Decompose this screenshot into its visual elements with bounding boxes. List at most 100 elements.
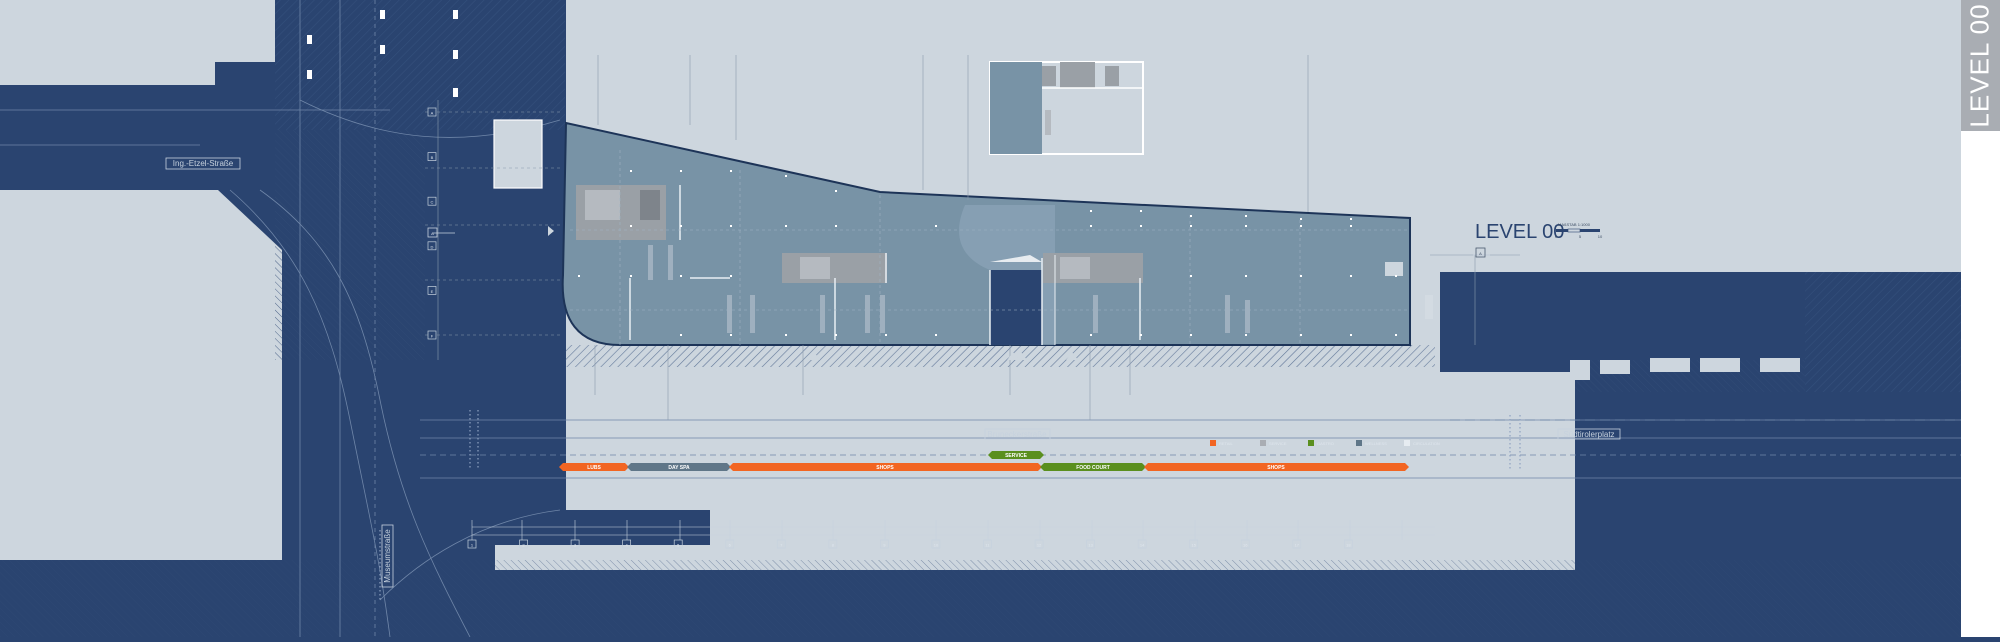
grid-bubble-label: 16 (1243, 543, 1248, 548)
entrance-markers (548, 226, 1078, 360)
kiosk (493, 119, 543, 189)
page-margin (1961, 131, 2000, 637)
grid-bubble-label: 9 (883, 543, 886, 548)
level-tab (1961, 0, 2000, 131)
program-bar (559, 451, 1409, 471)
segment-label-1: DAY SPA (668, 465, 690, 471)
section-marker-left: A (431, 231, 434, 236)
segment-label-4: SHOPS (1267, 465, 1285, 471)
section-marker-right: A (1479, 251, 1482, 256)
legend-label-2: GASTRO (1317, 441, 1334, 446)
legend-swatch-3 (1356, 440, 1362, 446)
row-bubble-frame (427, 241, 437, 251)
grid-bubble-label: 13 (1088, 543, 1093, 548)
shop-fixtures (648, 245, 1433, 333)
legend-swatch-4 (1404, 440, 1410, 446)
legend: RETAIL SERVICE GASTRO WELLNESS CIRCULATI… (1210, 440, 1440, 446)
legend-label-0: RETAIL (1219, 441, 1233, 446)
level-tab-label: LEVEL 00 (1965, 3, 1995, 128)
grid-bubble-frame (1137, 539, 1147, 549)
segment-bar-service (988, 451, 1044, 459)
row-bubble-label: B (431, 155, 434, 160)
grid-bubble-frame (622, 539, 632, 549)
level-tab-label-wrap: LEVEL 00 (1961, 0, 2000, 131)
columns (578, 170, 1397, 336)
annotation-leaders (425, 55, 1520, 420)
grid-bubble-frame (570, 539, 580, 549)
street-label-brunecker: Bruneckerstraße (987, 430, 1047, 439)
row-bubble-label: D (431, 244, 434, 249)
segment-bar-4 (1144, 463, 1409, 471)
grid-bubble-frame (1240, 539, 1250, 549)
right-building-notches (1570, 358, 1800, 380)
row-bubble-label: C (431, 200, 434, 205)
legend-swatch-0 (1210, 440, 1216, 446)
segment-bar-3 (1040, 463, 1146, 471)
scale-label: MAßSTAB 1:1000 (1558, 222, 1591, 227)
grid-bubble-frame (673, 539, 683, 549)
dimension-line (471, 520, 1435, 540)
row-bubble-frame (427, 196, 437, 206)
level-heading: LEVEL 00 (1475, 221, 1564, 243)
segment-bar-1 (627, 463, 731, 471)
parking-marks (307, 10, 458, 97)
grid-bubble-frame (1292, 539, 1302, 549)
grid-bubble-label: 12 (1037, 543, 1042, 548)
grid-bubble-label: 7 (780, 543, 783, 548)
row-bubble-label: E (431, 289, 434, 294)
interior-walls (629, 185, 1141, 345)
legend-swatch-1 (1260, 440, 1266, 446)
grid-bubble-frame (880, 539, 889, 549)
grid-bubble-frame (1034, 539, 1044, 549)
street-label-frames (165, 157, 1621, 588)
legend-label-1: SERVICE (1269, 441, 1287, 446)
structural-grid (570, 150, 1410, 345)
grid-bubble-frame (519, 539, 528, 549)
scale-tick-2: 10 (1598, 234, 1603, 239)
legend-label-4: CIRCULATION (1413, 441, 1440, 446)
grid-bubble-frame (776, 539, 786, 549)
road-lines (0, 0, 1961, 638)
segment-label-3: FOOD COURT (1076, 465, 1110, 471)
scale-tick-1: 5 (1579, 234, 1582, 239)
row-bubble-frame (427, 107, 437, 117)
legend-swatch-2 (1308, 440, 1314, 446)
row-bubble-frame (427, 286, 437, 295)
grid-bubble-label: 10 (934, 543, 939, 548)
crosswalks (379, 410, 1521, 600)
grid-bubble-frame (1343, 539, 1353, 549)
grid-bubble-label: 6 (729, 543, 732, 548)
section-marker-right-frame (1475, 247, 1486, 258)
inset-plan (989, 61, 1144, 155)
grid-bubble-label: 15 (1191, 543, 1196, 548)
grid-bubble-frame (983, 539, 992, 549)
grid-bubble-label: 11 (985, 543, 990, 548)
grid-bubble-frame (931, 539, 941, 549)
grid-bubble-label: 14 (1140, 543, 1145, 548)
grid-bubble-label: 17 (1295, 543, 1300, 548)
row-bubble-label: A (431, 111, 434, 116)
grid-bubble-label: 3 (574, 543, 577, 548)
segment-label-2: SHOPS (876, 465, 894, 471)
grid-bubble-frame (828, 539, 838, 549)
grid-bubble-label: 4 (626, 543, 629, 548)
segment-bar-0 (559, 463, 629, 471)
row-bubble-label: F (431, 334, 434, 339)
row-bubbles: A B C D E F (427, 107, 437, 340)
legend-label-3: WELLNESS (1365, 441, 1387, 446)
grid-bubble-label: 18 (1346, 543, 1351, 548)
segment-label-0: LUBS (587, 465, 601, 471)
grid-bubble-label: 1 (471, 543, 474, 548)
section-marker-left-frame (427, 227, 438, 238)
stair-cores (576, 185, 1403, 283)
service-tag-label: SERVICE (1005, 453, 1028, 459)
segment-labels: LUBS DAY SPA SHOPS FOOD COURT SHOPS SERV… (587, 453, 1285, 471)
grid-bubble-frame (725, 539, 735, 549)
street-label-suedtiroler: Südtirolerplatz (1563, 430, 1614, 439)
delivery-lane (990, 270, 1042, 345)
grid-bubble-frame (467, 539, 477, 549)
grid-bubble-label: 2 (522, 543, 525, 548)
grid-bubble-frame (1189, 539, 1199, 549)
